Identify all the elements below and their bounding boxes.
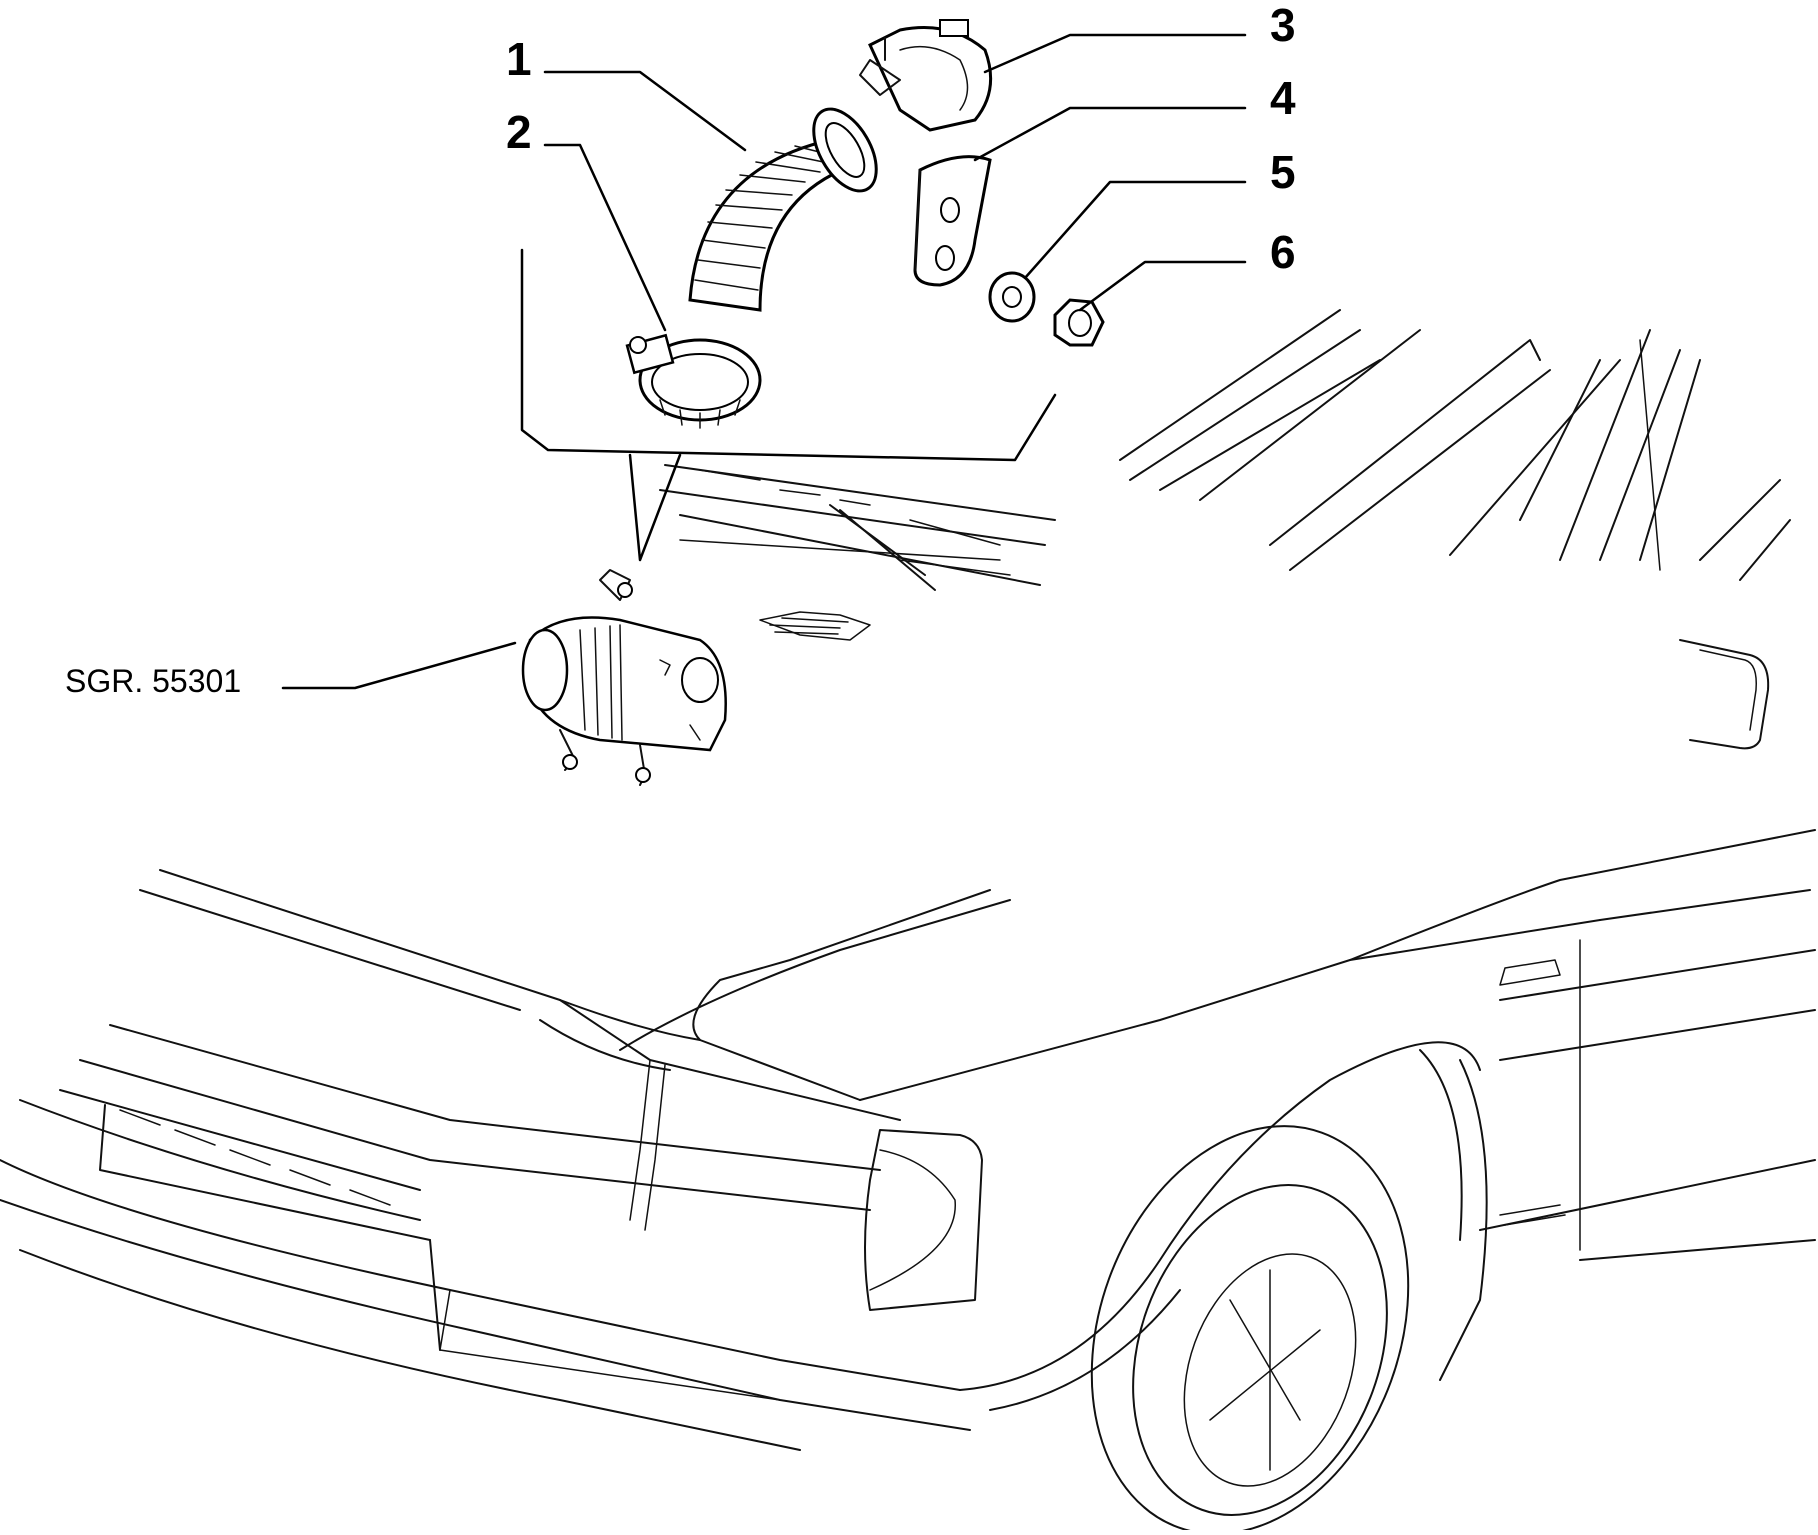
leader-3 <box>983 33 1247 74</box>
hose-part-1 <box>688 107 878 312</box>
bracket-clamp-part-3 <box>859 19 993 132</box>
callout-3: 3 <box>1270 0 1296 51</box>
group-bracket <box>520 248 1057 462</box>
hose-clamp-part-2 <box>625 333 762 429</box>
callout-6: 6 <box>1270 226 1296 278</box>
callout-1: 1 <box>506 33 532 85</box>
nut-part-6 <box>1053 298 1105 347</box>
leader-6 <box>1078 260 1247 312</box>
mounting-bracket-part-4 <box>913 155 992 287</box>
reference-label-sgr: SGR. 55301 <box>65 663 242 699</box>
leader-lines <box>281 33 1247 690</box>
leader-sgr <box>281 641 517 690</box>
car-body-illustration <box>0 309 1816 1535</box>
washer-part-5 <box>988 271 1036 323</box>
callout-5: 5 <box>1270 146 1296 198</box>
compressor-illustration <box>521 569 727 786</box>
leader-2 <box>543 143 667 332</box>
callout-4: 4 <box>1270 72 1296 124</box>
group-pointer <box>628 453 682 562</box>
leader-1 <box>543 70 747 152</box>
callout-2: 2 <box>506 106 532 158</box>
leader-5 <box>1023 180 1247 280</box>
leader-4 <box>973 106 1247 162</box>
